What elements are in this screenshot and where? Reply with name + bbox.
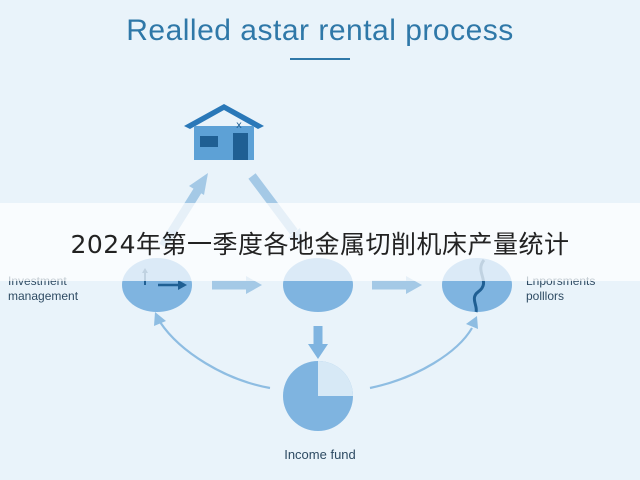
svg-text:x: x [236, 120, 242, 131]
title-underline [290, 58, 350, 60]
pie-chart-icon [283, 361, 353, 431]
house-icon: x [184, 104, 264, 160]
curve-arrow-left [154, 312, 271, 390]
arrow-down [308, 326, 328, 359]
page-title: Realled astar rental process [126, 14, 514, 47]
curve-arrow-right [369, 316, 478, 390]
caption-banner-text: 2024年第一季度各地金属切削机床产量统计 [70, 230, 570, 259]
caption-banner [0, 203, 640, 281]
label-income: Income fund [284, 447, 356, 462]
